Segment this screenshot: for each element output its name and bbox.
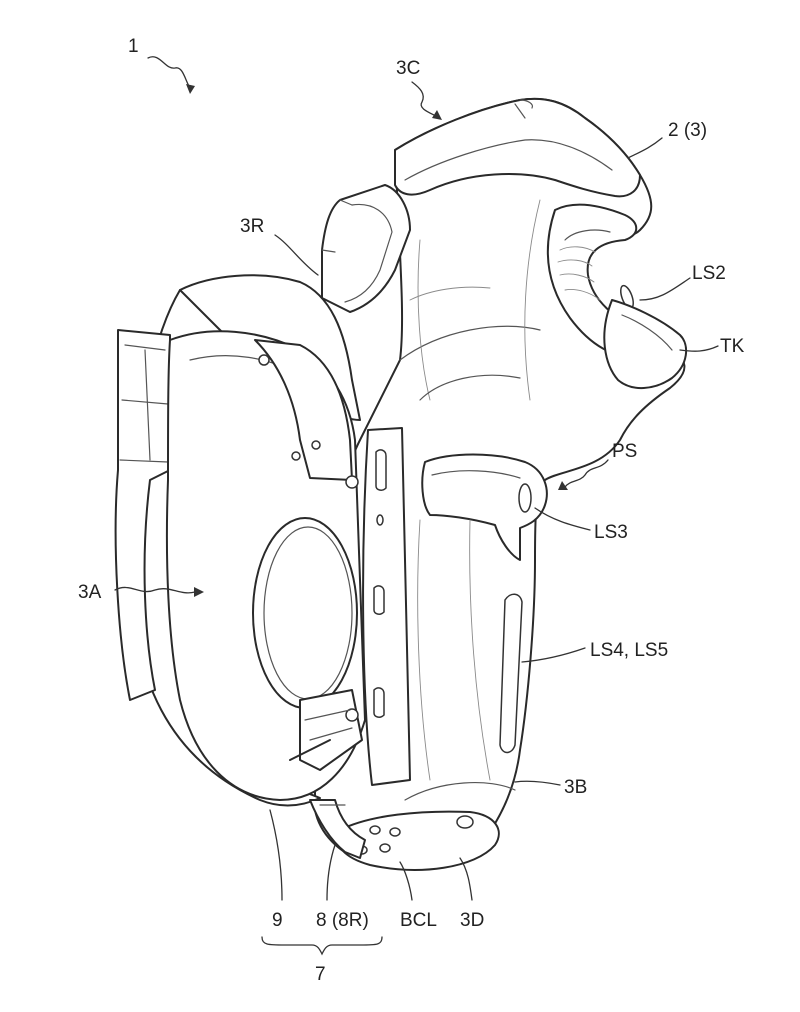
label-top: 3C <box>396 58 420 79</box>
label-upper-body: 2 (3) <box>668 120 707 141</box>
label-back: 3B <box>564 777 587 798</box>
grip-body <box>314 97 688 871</box>
label-sensor45: LS4, LS5 <box>590 640 668 661</box>
label-assembly: 7 <box>315 964 326 985</box>
leader-lines <box>114 56 719 956</box>
label-buckle: BCL <box>400 910 437 931</box>
label-strap: 9 <box>272 910 283 931</box>
label-right-side: 3R <box>240 216 264 237</box>
label-front: 3A <box>78 582 102 603</box>
label-trigger: TK <box>720 336 745 357</box>
label-device: 1 <box>128 36 139 57</box>
label-sensor3: LS3 <box>594 522 628 543</box>
callout-labels: 1 3C 2 (3) 3R LS2 TK PS LS3 3A LS4, LS5 … <box>78 36 745 985</box>
strap-assembly <box>114 274 366 859</box>
label-push-switch: PS <box>612 441 637 462</box>
label-bottom: 3D <box>460 910 484 931</box>
label-sensor2: LS2 <box>692 263 726 284</box>
label-band: 8 (8R) <box>316 910 369 931</box>
